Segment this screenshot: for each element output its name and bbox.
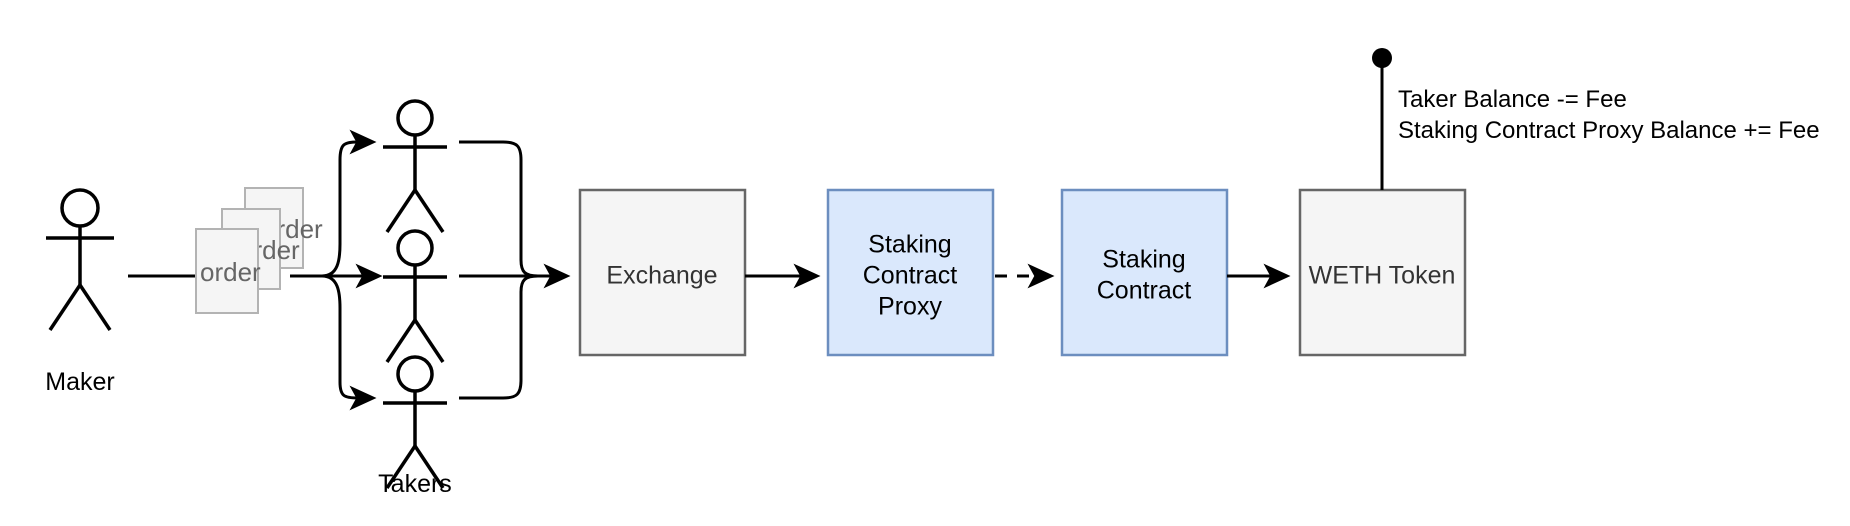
actor-taker-2[interactable] <box>383 229 447 363</box>
fanout-branch-bottom <box>321 274 377 411</box>
maker-leg-left-icon <box>48 284 82 331</box>
taker2-leg-left-icon <box>385 319 417 363</box>
edge-takers-to-exchange <box>459 140 571 400</box>
node-staking-contract-proxy[interactable]: Staking Contract Proxy <box>826 188 995 357</box>
actor-taker-1[interactable] <box>383 99 447 233</box>
annotation-callout: Taker Balance -= Fee Staking Contract Pr… <box>1372 48 1820 190</box>
staking-contract-proxy-label-line1: Staking <box>868 231 951 259</box>
fanout-branch-top <box>321 129 377 278</box>
staking-contract-proxy-box <box>826 188 995 357</box>
fanin-branch-top <box>459 140 539 278</box>
staking-contract-proxy-label-line2: Contract <box>863 262 958 290</box>
exchange-label: Exchange <box>606 262 717 290</box>
weth-token-box <box>1298 188 1467 357</box>
maker-label: Maker <box>45 368 114 396</box>
node-staking-contract[interactable]: Staking Contract <box>1060 188 1229 357</box>
exchange-box <box>578 188 747 357</box>
taker1-leg-left-icon <box>385 189 417 233</box>
actor-taker-3[interactable] <box>383 355 447 489</box>
maker-head-icon <box>60 188 100 228</box>
taker1-head-icon <box>396 99 434 137</box>
annotation-line-2: Staking Contract Proxy Balance += Fee <box>1398 117 1820 144</box>
taker2-head-icon <box>396 229 434 267</box>
node-exchange[interactable]: Exchange <box>578 188 747 357</box>
taker3-leg-right-icon <box>413 445 445 489</box>
taker3-leg-left-icon <box>385 445 417 489</box>
order-card-front <box>195 228 259 314</box>
maker-leg-right-icon <box>78 284 112 331</box>
node-weth-token[interactable]: WETH Token <box>1298 188 1467 357</box>
weth-token-label: WETH Token <box>1309 262 1456 290</box>
staking-contract-box <box>1060 188 1229 357</box>
staking-contract-label-line1: Staking <box>1102 246 1185 274</box>
actor-maker[interactable]: Maker <box>45 188 115 396</box>
taker3-head-icon <box>396 355 434 393</box>
order-stack[interactable]: order order order <box>195 187 323 314</box>
annotation-line-1: Taker Balance -= Fee <box>1398 86 1627 113</box>
taker1-leg-right-icon <box>413 189 445 233</box>
order-card-front-label: order <box>200 257 261 287</box>
staking-contract-label-line2: Contract <box>1097 277 1192 305</box>
staking-contract-proxy-label-line3: Proxy <box>878 293 942 321</box>
taker2-leg-right-icon <box>413 319 445 363</box>
fanin-branch-bottom <box>459 274 539 400</box>
edge-orders-to-takers <box>290 129 383 411</box>
takers-label: Takers <box>378 470 452 498</box>
annotation-anchor-dot-icon <box>1372 48 1392 68</box>
